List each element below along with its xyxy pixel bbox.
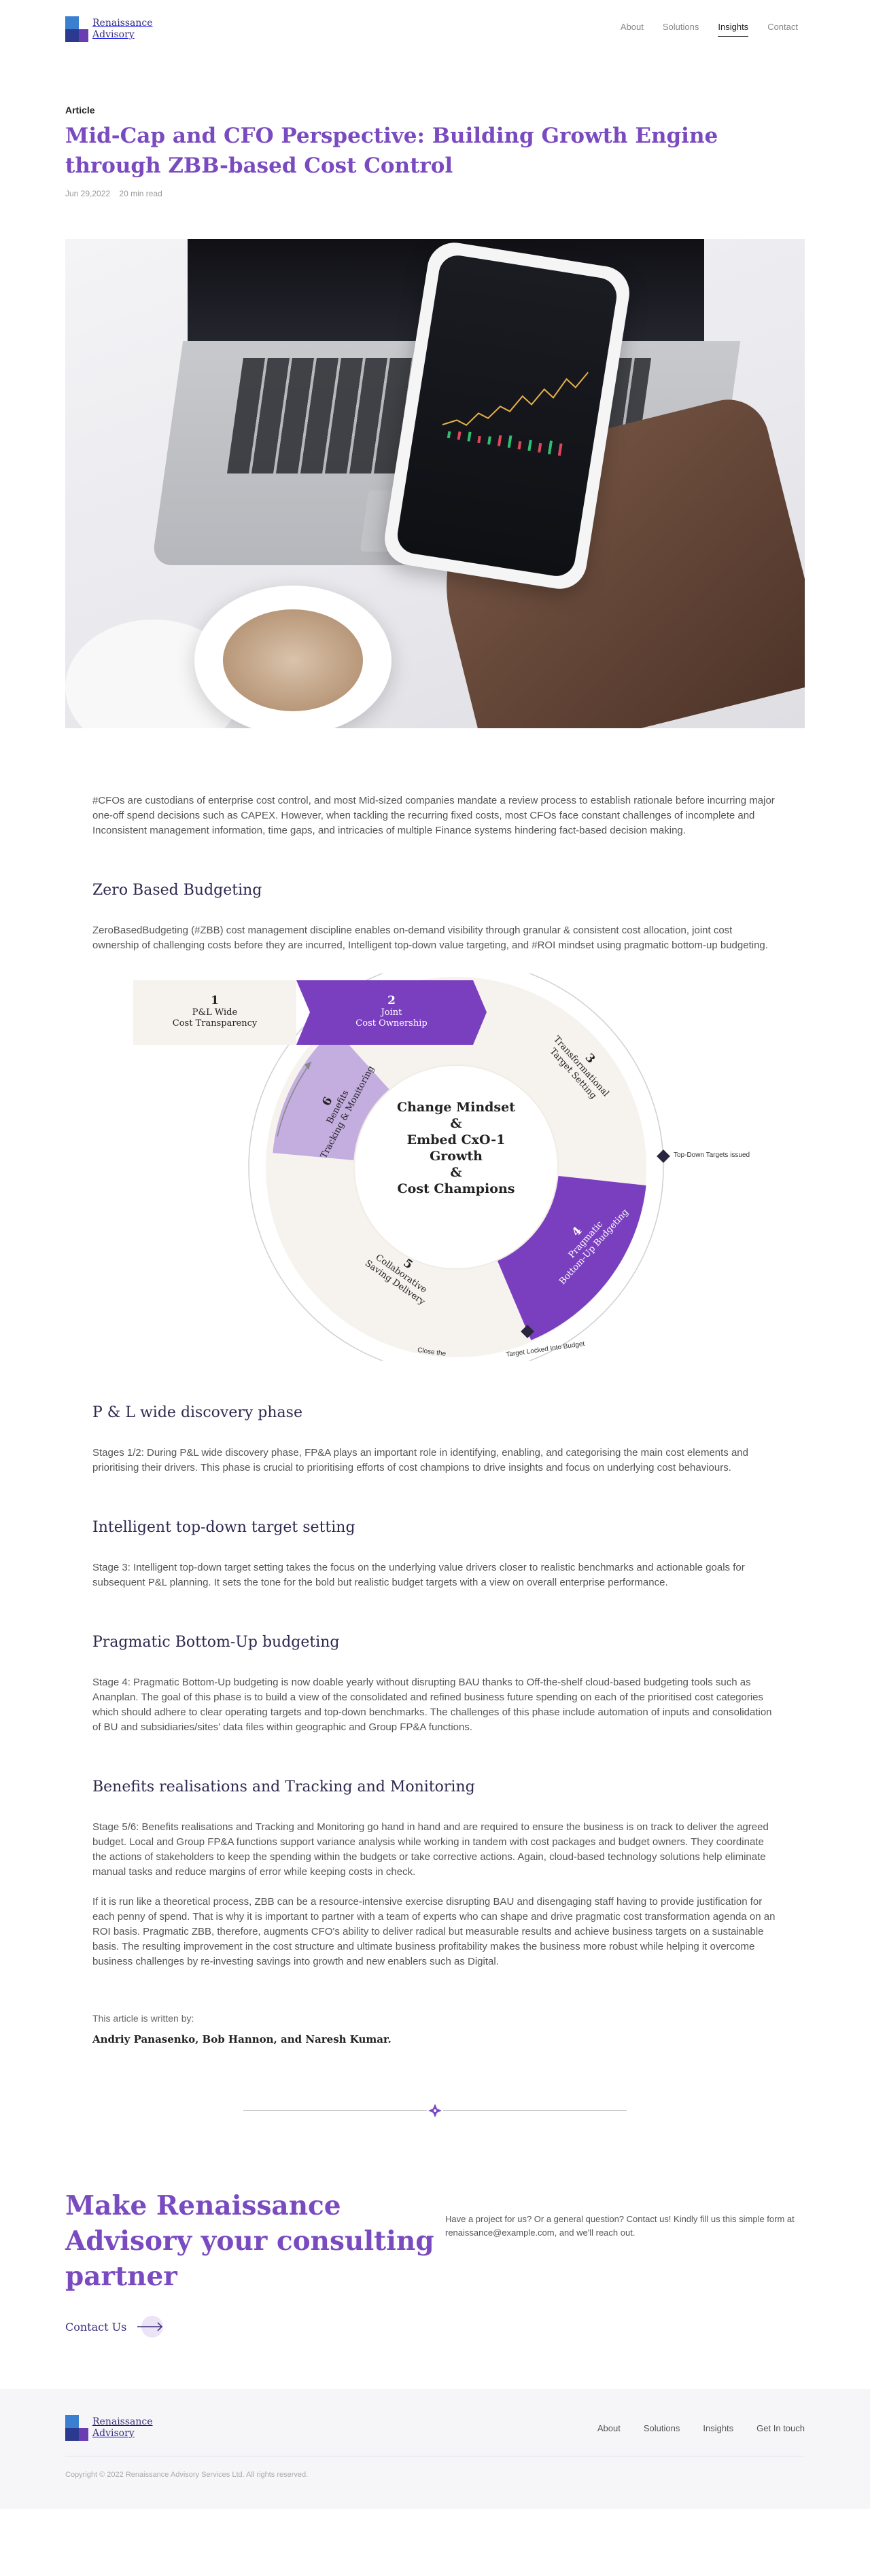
section-benefits: Benefits realisations and Tracking and M… bbox=[92, 1778, 778, 1969]
section-text: Stage 5/6: Benefits realisations and Tra… bbox=[92, 1821, 769, 1878]
nav-contact[interactable]: Contact bbox=[767, 22, 798, 32]
site-header: Renaissance Advisory About Solutions Ins… bbox=[0, 0, 870, 58]
article-title: Mid-Cap and CFO Perspective: Building Gr… bbox=[65, 124, 718, 178]
main-nav: About Solutions Insights Contact bbox=[621, 22, 798, 37]
article-label: Article bbox=[65, 105, 95, 115]
divider-line-left bbox=[243, 2110, 427, 2111]
footer-nav-about[interactable]: About bbox=[597, 2423, 621, 2433]
contact-us-link[interactable]: Contact Us bbox=[65, 2316, 166, 2338]
section-discovery: P & L wide discovery phase Stages 1/2: D… bbox=[92, 1404, 778, 1475]
divider-line-right bbox=[443, 2110, 627, 2111]
contact-us-label: Contact Us bbox=[65, 2320, 127, 2333]
logo-mark-accent-icon bbox=[79, 2415, 88, 2441]
section-text: ZeroBasedBudgeting (#ZBB) cost managemen… bbox=[92, 925, 768, 951]
zbb-cycle-diagram: 1 P&L Wide Cost Transparency 2 Joint Cos… bbox=[133, 973, 750, 1361]
article-read-time: 20 min read bbox=[119, 189, 162, 198]
author-names: Andriy Panasenko, Bob Hannon, and Naresh… bbox=[92, 2033, 392, 2045]
section-target-setting: Intelligent top-down target setting Stag… bbox=[92, 1519, 778, 1590]
author-label: This article is written by: bbox=[92, 2013, 194, 2024]
logo-mark-icon bbox=[65, 16, 79, 42]
section-text: Stage 3: Intelligent top-down target set… bbox=[92, 1562, 745, 1588]
section-text: Stage 4: Pragmatic Bottom-Up budgeting i… bbox=[92, 1677, 772, 1733]
section-heading: Pragmatic Bottom-Up budgeting bbox=[92, 1634, 340, 1651]
cta-title: Make Renaissance Advisory your consultin… bbox=[65, 2190, 434, 2292]
hero-image bbox=[65, 239, 805, 728]
footer-logo[interactable]: Renaissance Advisory bbox=[65, 2415, 153, 2441]
site-footer: Renaissance Advisory About Solutions Ins… bbox=[0, 2389, 870, 2509]
coffee-illustration bbox=[223, 609, 363, 711]
stock-chart-icon bbox=[442, 372, 589, 457]
nav-about[interactable]: About bbox=[620, 22, 644, 32]
nav-insights[interactable]: Insights bbox=[718, 22, 749, 37]
section-heading: Intelligent top-down target setting bbox=[92, 1519, 355, 1536]
stage-2-label: 2 Joint Cost Ownership bbox=[355, 994, 428, 1028]
diagram-center-text: Change Mindset & Embed CxO-1 Growth & Co… bbox=[397, 1100, 515, 1196]
logo-mark-accent-icon bbox=[79, 16, 88, 42]
section-bottom-up: Pragmatic Bottom-Up budgeting Stage 4: P… bbox=[92, 1634, 778, 1735]
cta-section: Make Renaissance Advisory your consultin… bbox=[0, 2117, 870, 2389]
arrow-right-icon bbox=[136, 2316, 166, 2338]
article-body: #CFOs are custodians of enterprise cost … bbox=[0, 793, 870, 2045]
article-meta: Jun 29,2022 20 min read bbox=[65, 189, 805, 198]
copyright: Copyright © 2022 Renaissance Advisory Se… bbox=[65, 2471, 309, 2479]
cta-text: Have a project for us? Or a general ques… bbox=[445, 2214, 795, 2238]
nav-solutions[interactable]: Solutions bbox=[662, 22, 699, 32]
section-heading: P & L wide discovery phase bbox=[92, 1404, 302, 1421]
logo-text: Renaissance Advisory bbox=[92, 18, 153, 40]
section-heading: Benefits realisations and Tracking and M… bbox=[92, 1778, 475, 1795]
logo-text: Renaissance Advisory bbox=[92, 2416, 153, 2439]
diamond-ornament-icon bbox=[428, 2104, 442, 2117]
stage-1-label: 1 P&L Wide Cost Transparency bbox=[172, 994, 258, 1028]
section-text: Stages 1/2: During P&L wide discovery ph… bbox=[92, 1447, 748, 1473]
article-header: Article Mid-Cap and CFO Perspective: Bui… bbox=[0, 58, 870, 198]
phone-illustration bbox=[381, 239, 633, 593]
logo[interactable]: Renaissance Advisory bbox=[65, 16, 153, 42]
footer-nav: About Solutions Insights Get In touch bbox=[597, 2423, 805, 2433]
phone-screen-illustration bbox=[394, 253, 620, 579]
section-text-2: If it is run like a theoretical process,… bbox=[92, 1896, 776, 1967]
article-date: Jun 29,2022 bbox=[65, 189, 111, 198]
article-intro: #CFOs are custodians of enterprise cost … bbox=[92, 795, 775, 836]
marker-top-down-label: Top-Down Targets issued bbox=[674, 1151, 750, 1159]
logo-mark-icon bbox=[65, 2415, 79, 2441]
section-divider bbox=[243, 2104, 627, 2117]
zbb-cycle-graphic bbox=[133, 973, 670, 1361]
footer-nav-get-in-touch[interactable]: Get In touch bbox=[756, 2423, 805, 2433]
footer-nav-insights[interactable]: Insights bbox=[703, 2423, 734, 2433]
section-zbb: Zero Based Budgeting ZeroBasedBudgeting … bbox=[92, 882, 778, 953]
section-heading: Zero Based Budgeting bbox=[92, 882, 262, 899]
footer-nav-solutions[interactable]: Solutions bbox=[643, 2423, 680, 2433]
